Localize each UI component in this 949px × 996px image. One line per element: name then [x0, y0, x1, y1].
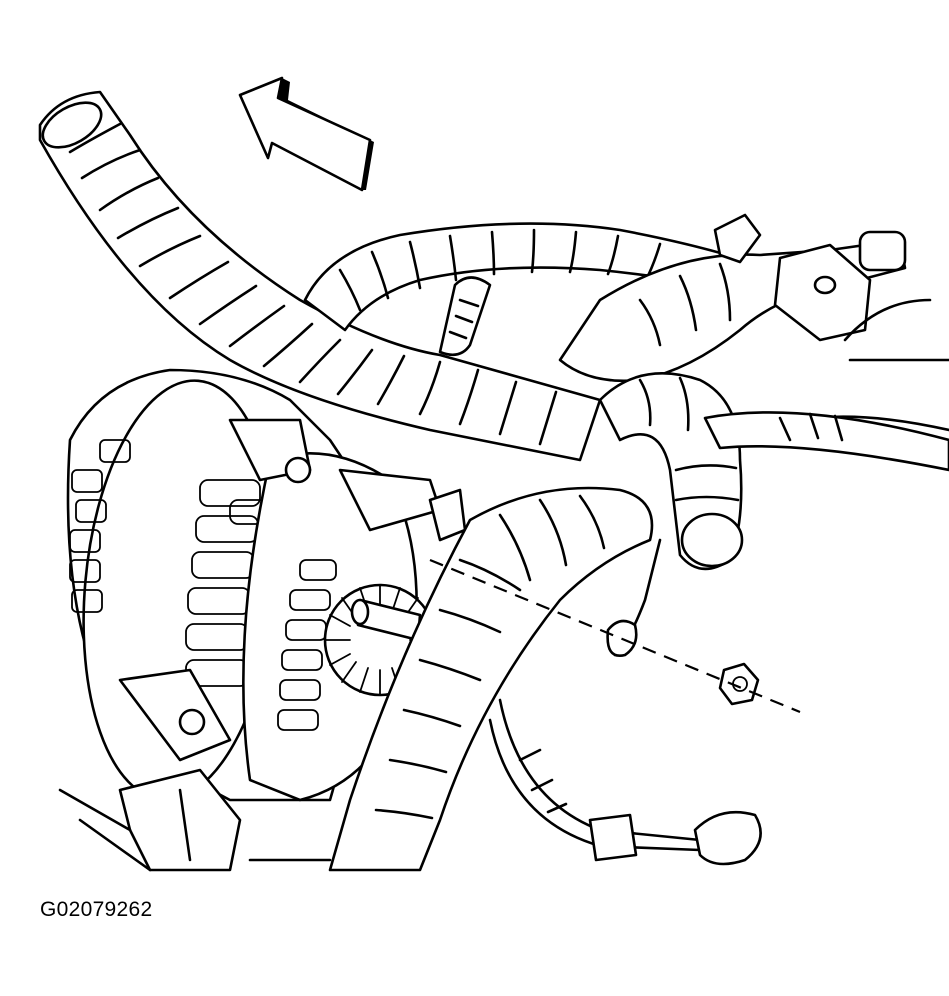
- mounting-bracket: [58, 768, 332, 872]
- alternator-body: [66, 368, 467, 802]
- right-branch-harness: [598, 372, 949, 571]
- arrow-up-left-icon: [238, 76, 374, 192]
- right-harness: [558, 213, 949, 432]
- stud-centerline: [429, 558, 801, 714]
- upper-harness-loom: [38, 90, 602, 462]
- terminal-nut: [718, 662, 760, 706]
- front-diagonal-harness: [328, 486, 654, 872]
- lower-wire: [488, 698, 762, 866]
- figure-id-label: G02079262: [40, 898, 153, 921]
